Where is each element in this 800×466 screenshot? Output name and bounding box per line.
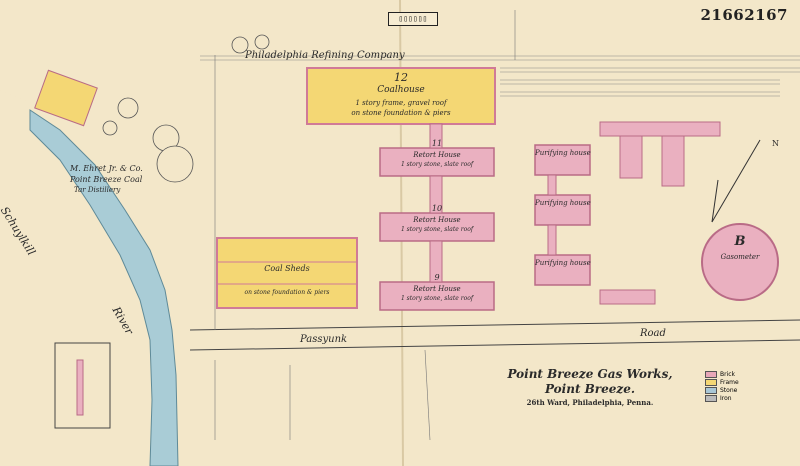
compass-rose [711, 139, 761, 223]
retort-9-name: Retort House [413, 285, 461, 293]
retort-10-name: Retort House [413, 216, 461, 224]
title-line1: Point Breeze Gas Works, [507, 367, 673, 381]
volume-box: ▯▯▯▯▯▯ [388, 12, 438, 26]
property-lines [214, 10, 516, 441]
purifier-6-label: Purifying house [535, 149, 591, 157]
road-edge-top [189, 319, 800, 331]
rail-tracks [200, 55, 800, 97]
title-line2: Point Breeze. [544, 382, 636, 396]
retort-9-number: 9 [434, 273, 440, 282]
coalhouse-desc1: 1 story frame, gravel roof [355, 99, 447, 107]
retort-9-desc: 1 story stone, slate roof [400, 295, 474, 302]
purifier-4-label: Purifying house [535, 259, 591, 267]
purifying-house-5 [534, 194, 591, 226]
river-water [29, 109, 179, 466]
legend-label: Brick [720, 370, 736, 378]
coalhouse-desc2: on stone foundation & piers [351, 109, 451, 117]
building-upper-right [599, 121, 721, 137]
road-edge-bottom [189, 339, 800, 351]
retort-10-number: 10 [431, 204, 443, 213]
compass-n: N [772, 139, 779, 148]
gasometer-letter: B [734, 234, 746, 249]
retort-11-name: Retort House [413, 151, 461, 159]
street-label: Passyunk [300, 334, 348, 345]
gasometer-name: Gasometer [720, 253, 760, 261]
purifying-house-4 [534, 254, 591, 286]
legend-item: Iron [705, 394, 739, 402]
legend-swatch [705, 370, 717, 378]
legend-item: Frame [705, 378, 739, 386]
ehret-line2: Point Breeze Coal [70, 175, 143, 184]
ehret-building [34, 69, 98, 127]
legend-item: Stone [705, 386, 739, 394]
ehret-line1: M. Ehret Jr. & Co. [70, 164, 143, 173]
coalhouse-12 [306, 67, 496, 125]
purifying-house-6 [534, 144, 591, 176]
legend-label: Frame [720, 378, 739, 386]
legend-swatch [705, 394, 717, 402]
ehret-line3: Tar Distillery [74, 186, 121, 194]
road-label: Road [640, 328, 666, 339]
coalhouse-name: Coalhouse [377, 85, 425, 95]
retort-11-desc: 1 story stone, slate roof [400, 161, 474, 168]
coal-sheds-desc: on stone foundation & piers [244, 289, 330, 296]
river-area [0, 90, 190, 466]
legend-label: Iron [720, 394, 732, 402]
coal-sheds-name: Coal Sheds [264, 264, 310, 273]
legend-label: Stone [720, 386, 738, 394]
refinery-tanks [102, 34, 270, 183]
sheet-numbers: 21662167 [700, 6, 788, 24]
legend-swatch [705, 386, 717, 394]
retort-10-desc: 1 story stone, slate roof [400, 226, 474, 233]
legend-swatch [705, 378, 717, 386]
title-line3: 26th Ward, Philadelphia, Penna. [526, 398, 654, 407]
coal-sheds [216, 237, 358, 309]
legend-item: Brick [705, 370, 739, 378]
gasometer-b [701, 223, 779, 301]
company-label: Philadelphia Refining Company [245, 50, 405, 61]
retort-11-number: 11 [431, 139, 443, 148]
coalhouse-number: 12 [394, 71, 408, 84]
inset-box [54, 342, 111, 429]
purifier-5-label: Purifying house [535, 199, 591, 207]
